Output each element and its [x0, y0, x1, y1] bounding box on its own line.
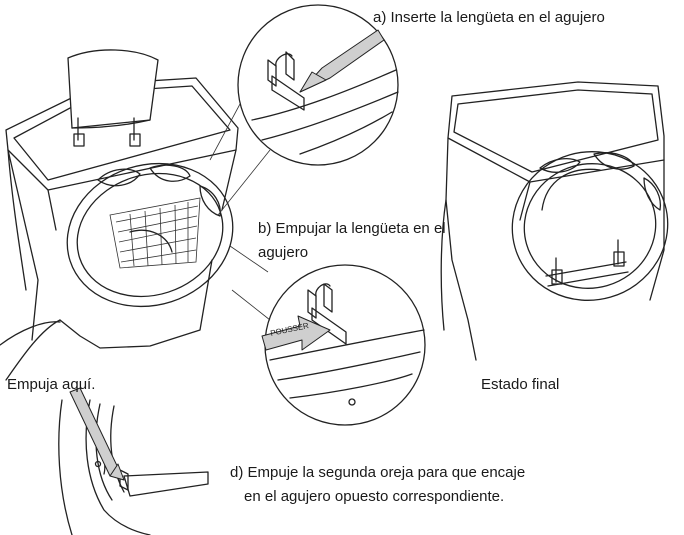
step-b-label-line1: b) Empujar la lengüeta en el: [258, 220, 446, 237]
push-here-label: Empuja aquí.: [7, 376, 96, 393]
litter-box-left: [5, 49, 239, 381]
lid-panel: [67, 49, 159, 147]
filter-basket: [109, 197, 201, 269]
zoom-detail-d: [58, 387, 209, 535]
step-d-label-line1: d) Empuje la segunda oreja para que enca…: [230, 464, 526, 481]
zoom-circle-b: [229, 245, 426, 426]
litter-box-right: [440, 81, 669, 361]
step-a-label: a) Inserte la lengüeta en el agujero: [373, 9, 605, 26]
zoom-circle-a: [209, 4, 399, 216]
step-d-label-line2: en el agujero opuesto correspondiente.: [244, 488, 505, 505]
final-state-label: Estado final: [481, 376, 560, 393]
step-b-label-line2: agujero: [258, 244, 309, 261]
